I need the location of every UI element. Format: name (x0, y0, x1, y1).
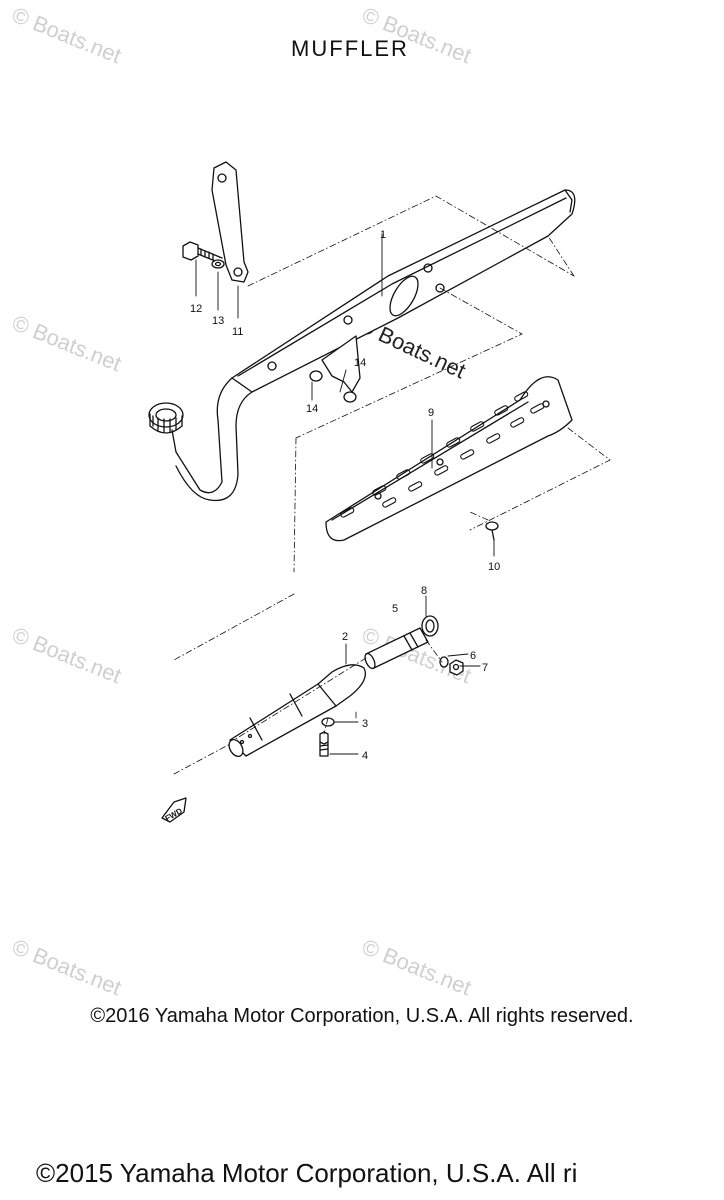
bracket-part (211, 161, 249, 283)
callout-11: 11 (232, 326, 243, 338)
exhaust-pipe-part (148, 189, 576, 502)
callout-14: 14 (306, 403, 318, 415)
callout-12: 12 (190, 303, 202, 315)
callout-7: 7 (482, 662, 488, 674)
bolt-part (319, 731, 329, 757)
copyright-notice: ©2016 Yamaha Motor Corporation, U.S.A. A… (90, 1005, 634, 1027)
grommet-part (343, 391, 357, 403)
callout-6: 6 (470, 650, 476, 662)
bolt-part (182, 241, 223, 264)
washer-part (439, 656, 449, 668)
callout-10: 10 (488, 561, 500, 573)
clamp-part (421, 615, 439, 637)
callout-4: 4 (362, 750, 368, 762)
callout-leaders (195, 233, 495, 755)
assembly-lines (173, 195, 611, 775)
nut-part (449, 659, 464, 676)
callout-3: 3 (362, 718, 368, 730)
fwd-arrow-icon (161, 797, 187, 823)
washer-part (211, 259, 225, 269)
callout-8: 8 (421, 585, 427, 597)
copyright-notice-footer: ©2015 Yamaha Motor Corporation, U.S.A. A… (36, 1158, 578, 1188)
callout-2: 2 (342, 631, 348, 643)
callout-9: 9 (428, 407, 434, 419)
heat-shield-part (325, 376, 573, 542)
callout-14: 14 (354, 357, 366, 369)
page-title: MUFFLER (291, 36, 409, 61)
tail-pipe-part (364, 627, 429, 670)
callout-13: 13 (212, 315, 224, 327)
callout-1: 1 (380, 229, 386, 241)
grommet-part (309, 370, 323, 382)
callout-5: 5 (392, 603, 398, 615)
silencer-part (228, 664, 367, 758)
screw-part (485, 521, 499, 541)
